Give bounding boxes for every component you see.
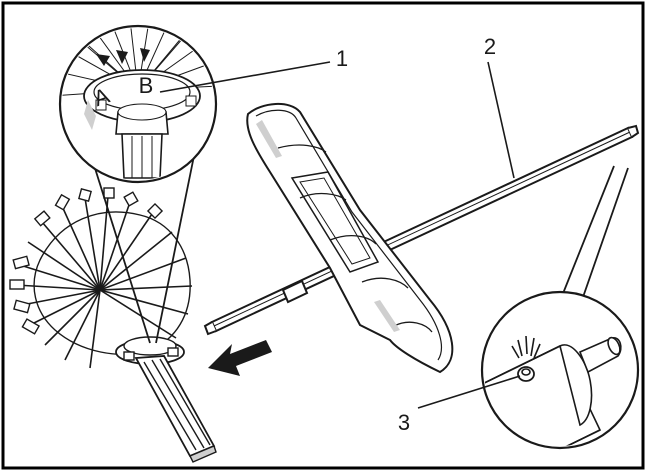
leader-line-1 xyxy=(159,61,331,93)
rod xyxy=(203,124,640,336)
magnifier-circle-icon xyxy=(480,165,640,450)
leader-lines xyxy=(159,61,521,409)
callout-1: 1 xyxy=(336,46,348,71)
paddle-blade xyxy=(246,103,454,374)
arrow-left-icon xyxy=(208,340,272,376)
hub-letter-b: B xyxy=(139,73,154,98)
leader-line-3 xyxy=(417,375,521,409)
callout-2: 2 xyxy=(484,34,496,59)
callout-3: 3 xyxy=(398,410,410,435)
magnifier-circle-icon: B A xyxy=(58,24,218,344)
leader-line-2 xyxy=(487,61,515,179)
brush-head xyxy=(9,187,217,463)
